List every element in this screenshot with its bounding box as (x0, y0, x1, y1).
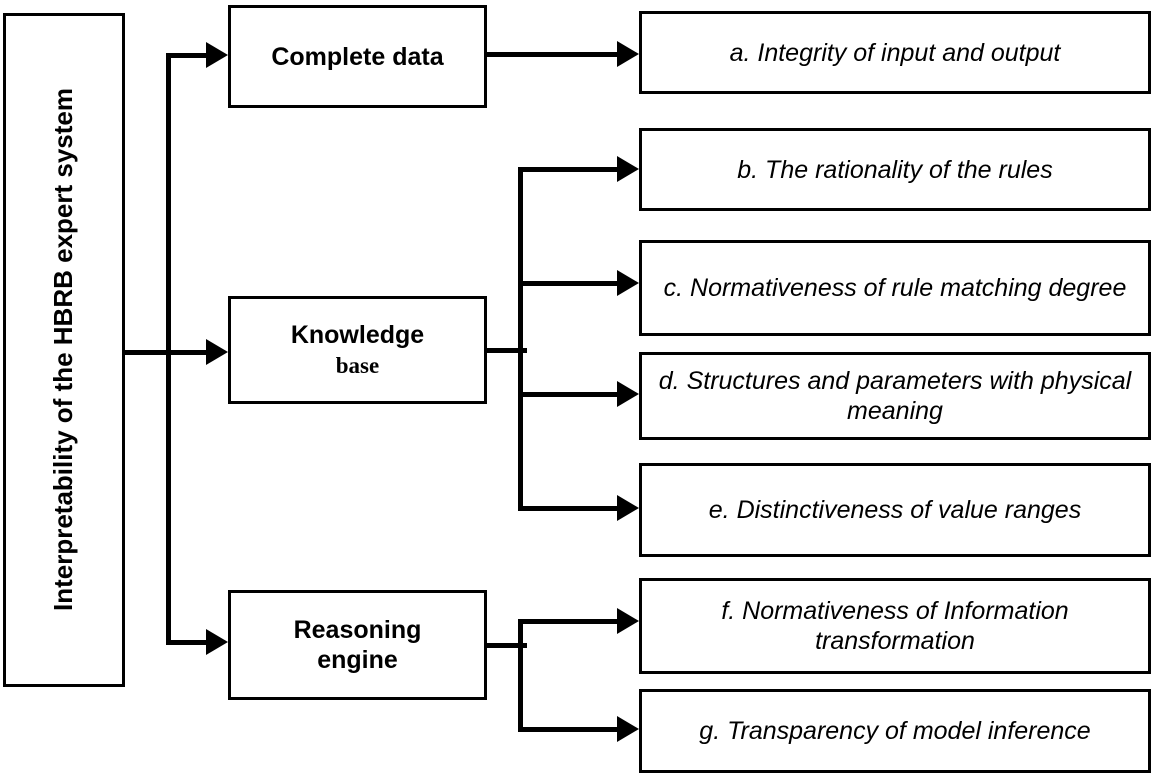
link-line-kb-to-b (518, 167, 623, 172)
node-reasoning-engine-line1: Reasoning (293, 616, 422, 644)
arrow-head-leaf-a (617, 41, 639, 67)
node-reasoning-engine-line2: engine (317, 646, 398, 674)
arrow-head-leaf-e (617, 495, 639, 521)
node-reasoning-engine[interactable]: Reasoning engine (228, 590, 487, 700)
leaf-node-f-label: f. Normativeness of Information transfor… (721, 597, 1069, 655)
leaf-node-e-label: e. Distinctiveness of value ranges (708, 496, 1082, 524)
node-reasoning-engine-label: Reasoning engine (294, 615, 422, 675)
node-complete-data[interactable]: Complete data (228, 5, 487, 108)
leaf-node-c[interactable]: c. Normativeness of rule matching degree (639, 240, 1151, 336)
leaf-node-d[interactable]: d. Structures and parameters with physic… (639, 352, 1151, 440)
node-knowledge-base-line2: base (335, 353, 380, 378)
leaf-node-c-label: c. Normativeness of rule matching degree (663, 274, 1127, 302)
leaf-node-a-label: a. Integrity of input and output (729, 38, 1061, 67)
leaf-node-b-label: b. The rationality of the rules (737, 155, 1053, 184)
arrow-head-complete-data (206, 42, 228, 68)
leaf-node-b[interactable]: b. The rationality of the rules (639, 128, 1151, 211)
link-line-kb-to-c (518, 281, 623, 286)
arrow-head-reasoning-engine (206, 629, 228, 655)
link-line-kb-to-d (518, 392, 623, 397)
arrow-head-leaf-c (617, 270, 639, 296)
re-vertical-bus (518, 619, 523, 732)
leaf-node-g-label: g. Transparency of model inference (699, 717, 1091, 745)
arrow-head-knowledge-base (206, 339, 228, 365)
leaf-node-f[interactable]: f. Normativeness of Information transfor… (639, 578, 1151, 674)
node-knowledge-base[interactable]: Knowledge base (228, 296, 487, 404)
leaf-node-d-label: d. Structures and parameters with physic… (658, 367, 1132, 425)
link-line-re-to-g (518, 727, 623, 732)
arrow-head-leaf-d (617, 381, 639, 407)
root-stub-line (125, 350, 173, 355)
root-node-label: Interpretability of the HBRB expert syst… (48, 88, 79, 612)
branch-line-knowledge-base (166, 350, 208, 355)
node-complete-data-label: Complete data (271, 42, 443, 72)
arrow-head-leaf-f (617, 608, 639, 634)
arrow-head-leaf-g (617, 716, 639, 742)
root-node-interpretability[interactable]: Interpretability of the HBRB expert syst… (3, 13, 125, 687)
node-knowledge-base-label: Knowledge base (291, 320, 424, 380)
kb-stub-line (487, 348, 527, 353)
branch-line-complete-data (166, 53, 208, 58)
link-line-kb-to-e (518, 506, 623, 511)
link-line-re-to-f (518, 619, 623, 624)
kb-vertical-bus (518, 167, 523, 511)
link-line-complete-data-to-a (487, 52, 623, 57)
arrow-head-leaf-b (617, 156, 639, 182)
node-knowledge-base-line1: Knowledge (290, 321, 425, 349)
branch-line-reasoning-engine (166, 640, 208, 645)
node-complete-data-line1: Complete data (271, 42, 444, 71)
re-stub-line (487, 643, 527, 648)
leaf-node-e[interactable]: e. Distinctiveness of value ranges (639, 463, 1151, 557)
level1-vertical-bus (166, 53, 171, 645)
leaf-node-g[interactable]: g. Transparency of model inference (639, 689, 1151, 773)
leaf-node-a[interactable]: a. Integrity of input and output (639, 11, 1151, 94)
